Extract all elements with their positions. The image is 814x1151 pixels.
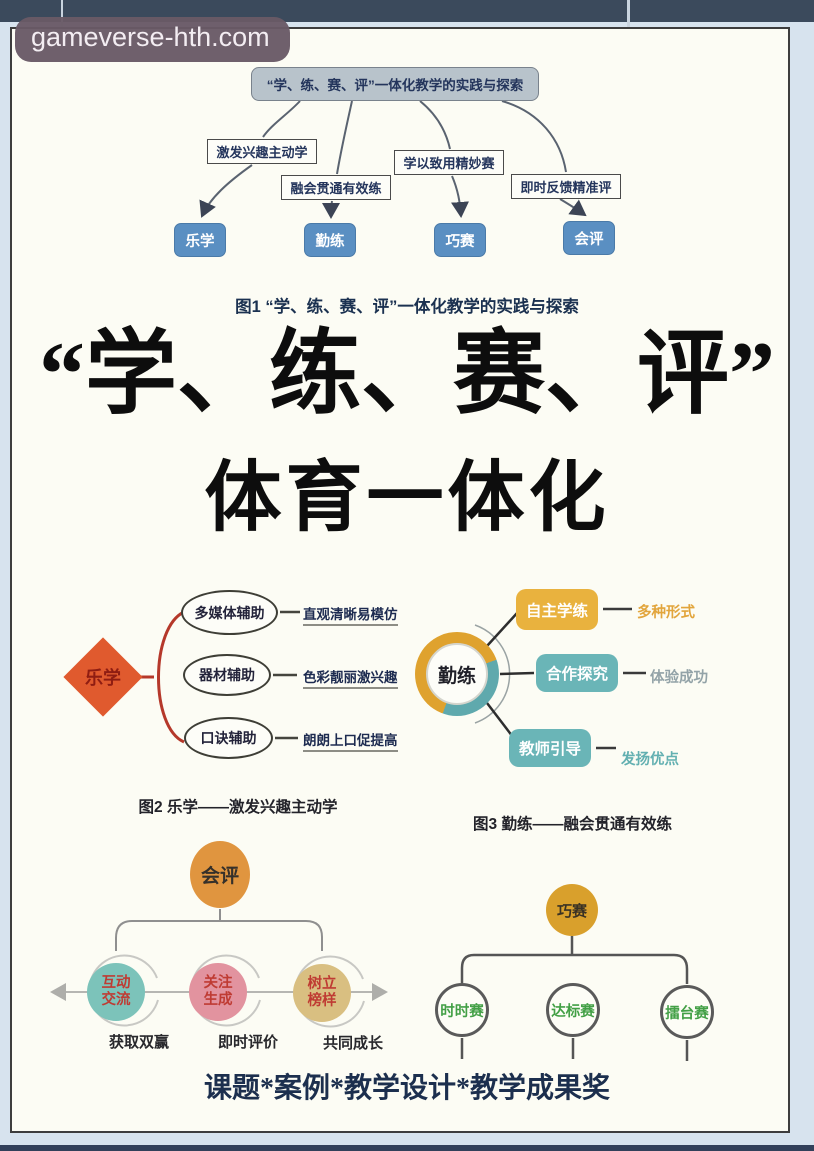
fig4-sub-3: 共同成长: [322, 1035, 383, 1052]
fig2-center-label: 乐学: [85, 668, 121, 688]
fig4-node3-line2: 榜样: [307, 993, 337, 1009]
fig4-node-attention: 关注 生成: [189, 963, 247, 1021]
figure2-connectors: [138, 610, 300, 744]
poster-page: [10, 27, 790, 1133]
main-title-line2: 体育一体化: [204, 455, 610, 541]
footer-text: 课题*案例*教学设计*教学成果奖: [203, 1073, 610, 1104]
fig2-node-equipment: 器材辅助: [183, 654, 271, 696]
fig3-tip-1: 多种形式: [637, 605, 695, 621]
fig1-caption: 图1 “学、练、赛、评”一体化教学的实践与探索: [235, 298, 579, 316]
fig1-method-compete: 学以致用精妙赛: [394, 150, 504, 175]
fig5-node-arena: 擂台赛: [660, 985, 714, 1039]
figure1-connectors: [199, 100, 587, 219]
fig4-node-rolemodel: 树立 榜样: [293, 964, 351, 1022]
fig2-tip-3: 朗朗上口促提高: [303, 729, 398, 752]
fig5-node-standard: 达标赛: [546, 983, 600, 1037]
fig1-node-lexue: 乐学: [174, 223, 226, 257]
fig4-sub-2: 即时评价: [217, 1034, 278, 1051]
fig1-method-learn: 激发兴趣主动学: [207, 139, 317, 164]
fig3-caption: 图3 勤练——融会贯通有效练: [473, 816, 672, 833]
fig2-tip-1: 直观清晰易模仿: [303, 603, 398, 626]
top-bar: [0, 0, 814, 22]
fig1-node-huiping: 会评: [563, 221, 615, 255]
fig5-center-label: 巧赛: [546, 884, 598, 936]
fig5-node-anytime: 时时赛: [435, 983, 489, 1037]
fig4-node1-line2: 交流: [101, 992, 131, 1008]
fig4-node2-line2: 生成: [203, 992, 233, 1008]
fig3-tip-2: 体验成功: [650, 670, 708, 686]
fig4-node2-line1: 关注: [203, 975, 233, 992]
fig4-node1-line1: 互动: [101, 975, 131, 992]
watermark: gameverse-hth.com: [15, 17, 290, 62]
fig3-node-teacher-guide: 教师引导: [509, 729, 591, 767]
fig2-node-chant: 口诀辅助: [184, 717, 273, 759]
fig2-tip-2: 色彩靓丽激兴趣: [303, 666, 398, 689]
figure3-connectors: [474, 607, 646, 750]
hanger-wire-left: [61, 0, 63, 29]
hanger-wire-right: [627, 0, 630, 29]
fig3-center-label: 勤练: [426, 643, 488, 705]
fig1-title-box: “学、练、赛、评”一体化教学的实践与探索: [251, 67, 539, 101]
fig1-method-evaluate: 即时反馈精准评: [511, 174, 621, 199]
fig3-node-cooperative: 合作探究: [536, 654, 618, 692]
main-title-line1: “学、练、赛、评”: [38, 323, 775, 425]
fig2-caption: 图2 乐学——激发兴趣主动学: [138, 799, 338, 816]
fig4-sub-1: 获取双赢: [108, 1034, 169, 1051]
figure5-connectors: [460, 936, 689, 1061]
bottom-bar: [0, 1145, 814, 1151]
fig4-center-label: 会评: [190, 841, 250, 908]
fig3-node-self-practice: 自主学练: [516, 589, 598, 630]
fig4-node3-line1: 树立: [307, 976, 337, 993]
fig2-node-multimedia: 多媒体辅助: [181, 590, 278, 635]
fig1-node-qinlian: 勤练: [304, 223, 356, 257]
fig3-tip-3: 发扬优点: [621, 752, 679, 768]
fig1-node-qiaosai: 巧赛: [434, 223, 486, 257]
fig1-method-practice: 融会贯通有效练: [281, 175, 391, 200]
fig4-node-interaction: 互动 交流: [87, 963, 145, 1021]
